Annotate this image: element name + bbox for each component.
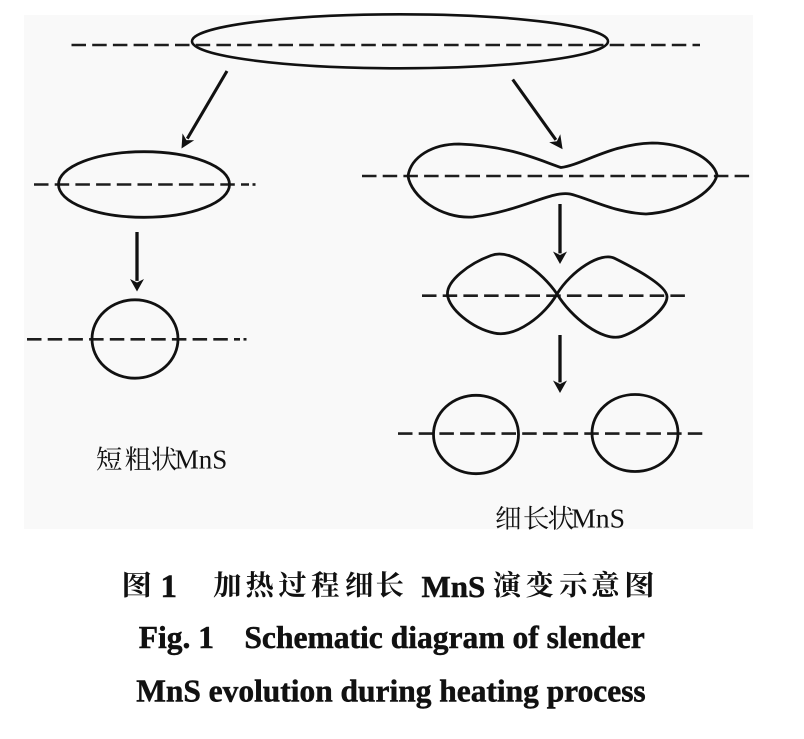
svg-text:1: 1 <box>161 569 178 605</box>
svg-text:MnS evolution during heating p: MnS evolution during heating process <box>136 673 645 708</box>
svg-text:MnS: MnS <box>571 503 625 534</box>
svg-text:MnS: MnS <box>175 445 228 475</box>
svg-text:Schematic diagram of slender: Schematic diagram of slender <box>244 620 644 655</box>
svg-text:MnS: MnS <box>422 569 486 604</box>
svg-text:Fig. 1: Fig. 1 <box>139 620 214 655</box>
